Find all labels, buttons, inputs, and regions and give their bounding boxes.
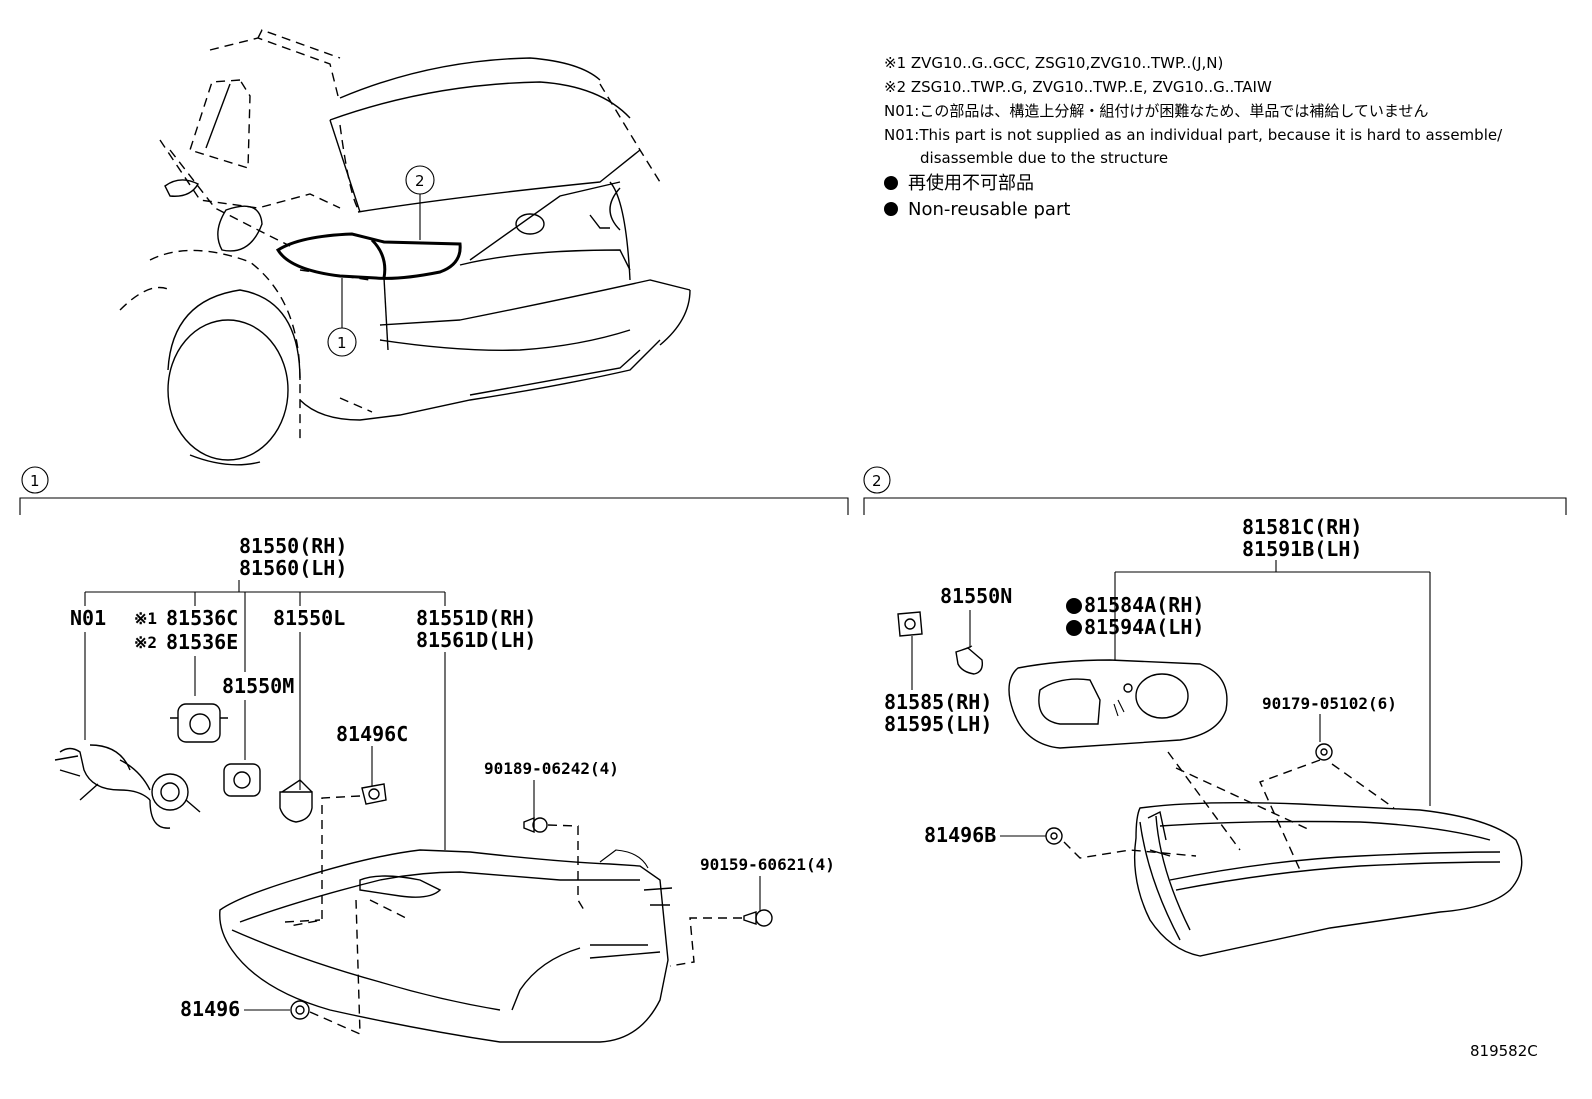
clip-81496	[290, 1000, 310, 1020]
screw-90179	[1315, 743, 1333, 761]
section-2-marker-label: 2	[872, 472, 882, 490]
label-81536c: 81536C	[166, 606, 238, 630]
note-line-4: N01:This part is not supplied as an indi…	[884, 126, 1503, 144]
label-90189: 90189-06242(4)	[484, 759, 619, 778]
non-reusable-dot-icon	[884, 176, 898, 190]
notes-block: ※1 ZVG10..G..GCC, ZSG10,ZVG10..TWP..(J,N…	[884, 54, 1503, 220]
label-81560: 81560(LH)	[239, 556, 347, 580]
section-2-bracket	[863, 497, 1567, 515]
label-81550l: 81550L	[273, 606, 345, 630]
label-81551d: 81551D(RH)	[416, 606, 536, 630]
non-reusable-dot-icon	[884, 202, 898, 216]
gasket-81584a	[1008, 659, 1228, 749]
inner-lamp-81581c	[1133, 801, 1523, 957]
label-81591b: 81591B(LH)	[1242, 537, 1362, 561]
legend-jp: 再使用不可部品	[908, 173, 1034, 194]
socket-81585	[897, 611, 923, 637]
label-81496: 81496	[180, 997, 240, 1021]
socket-81550m	[223, 763, 261, 797]
note-line-5: disassemble due to the structure	[920, 149, 1168, 167]
wire-harness	[54, 744, 201, 829]
label-81536e: 81536E	[166, 630, 238, 654]
section-1-bracket	[19, 497, 849, 515]
label-81550n: 81550N	[940, 584, 1012, 608]
socket-81536c	[170, 703, 228, 743]
note-line-1: ※1 ZVG10..G..GCC, ZSG10,ZVG10..TWP..(J,N…	[884, 54, 1223, 72]
section-1-marker-label: 1	[30, 472, 40, 490]
note-line-3: N01:この部品は、構造上分解・組付けが困難なため、単品では補給していません	[884, 102, 1428, 120]
label-81561d: 81561D(LH)	[416, 628, 536, 652]
screw-90189	[523, 816, 548, 834]
bulb-81550n	[955, 645, 984, 675]
note-line-2: ※2 ZSG10..TWP..G, ZVG10..TWP..E, ZVG10..…	[884, 78, 1272, 96]
label-90159: 90159-60621(4)	[700, 855, 835, 874]
label-81550m: 81550M	[222, 674, 294, 698]
vehicle-overview: 2 1	[119, 29, 691, 466]
label-n01: N01	[70, 606, 106, 630]
label-81550: 81550(RH)	[239, 534, 347, 558]
bulb-81550l	[279, 779, 313, 823]
label-81584a: 81584A(RH)	[1084, 593, 1204, 617]
label-81595: 81595(LH)	[884, 712, 992, 736]
label-81496b: 81496B	[924, 823, 996, 847]
label-81581c: 81581C(RH)	[1242, 515, 1362, 539]
callout-2-label: 2	[415, 172, 425, 190]
label-90179: 90179-05102(6)	[1262, 694, 1397, 713]
callout-1-label: 1	[337, 334, 347, 352]
label-mark2: ※2	[134, 633, 157, 652]
section-1: 1 81550(RH) 81560(LH) N01 ※1 81536C ※2 8…	[19, 466, 849, 1043]
clip-81496c	[361, 783, 387, 805]
non-reusable-dot-icon	[1066, 620, 1082, 636]
legend-en: Non-reusable part	[908, 199, 1070, 220]
label-81585: 81585(RH)	[884, 690, 992, 714]
section-1-marker	[21, 466, 49, 494]
section-2: 2 81581C(RH) 81591B(LH) 81550N 81584A(RH…	[863, 466, 1567, 957]
non-reusable-dot-icon	[1066, 598, 1082, 614]
figure-id: 819582C	[1470, 1042, 1538, 1060]
label-81594a: 81594A(LH)	[1084, 615, 1204, 639]
label-81496c: 81496C	[336, 722, 408, 746]
section-2-marker	[863, 466, 891, 494]
label-mark1: ※1	[134, 609, 157, 628]
clip-81496b	[1045, 827, 1063, 845]
screw-90159	[743, 909, 773, 927]
rear-combination-lamp-81551d	[219, 849, 673, 1043]
